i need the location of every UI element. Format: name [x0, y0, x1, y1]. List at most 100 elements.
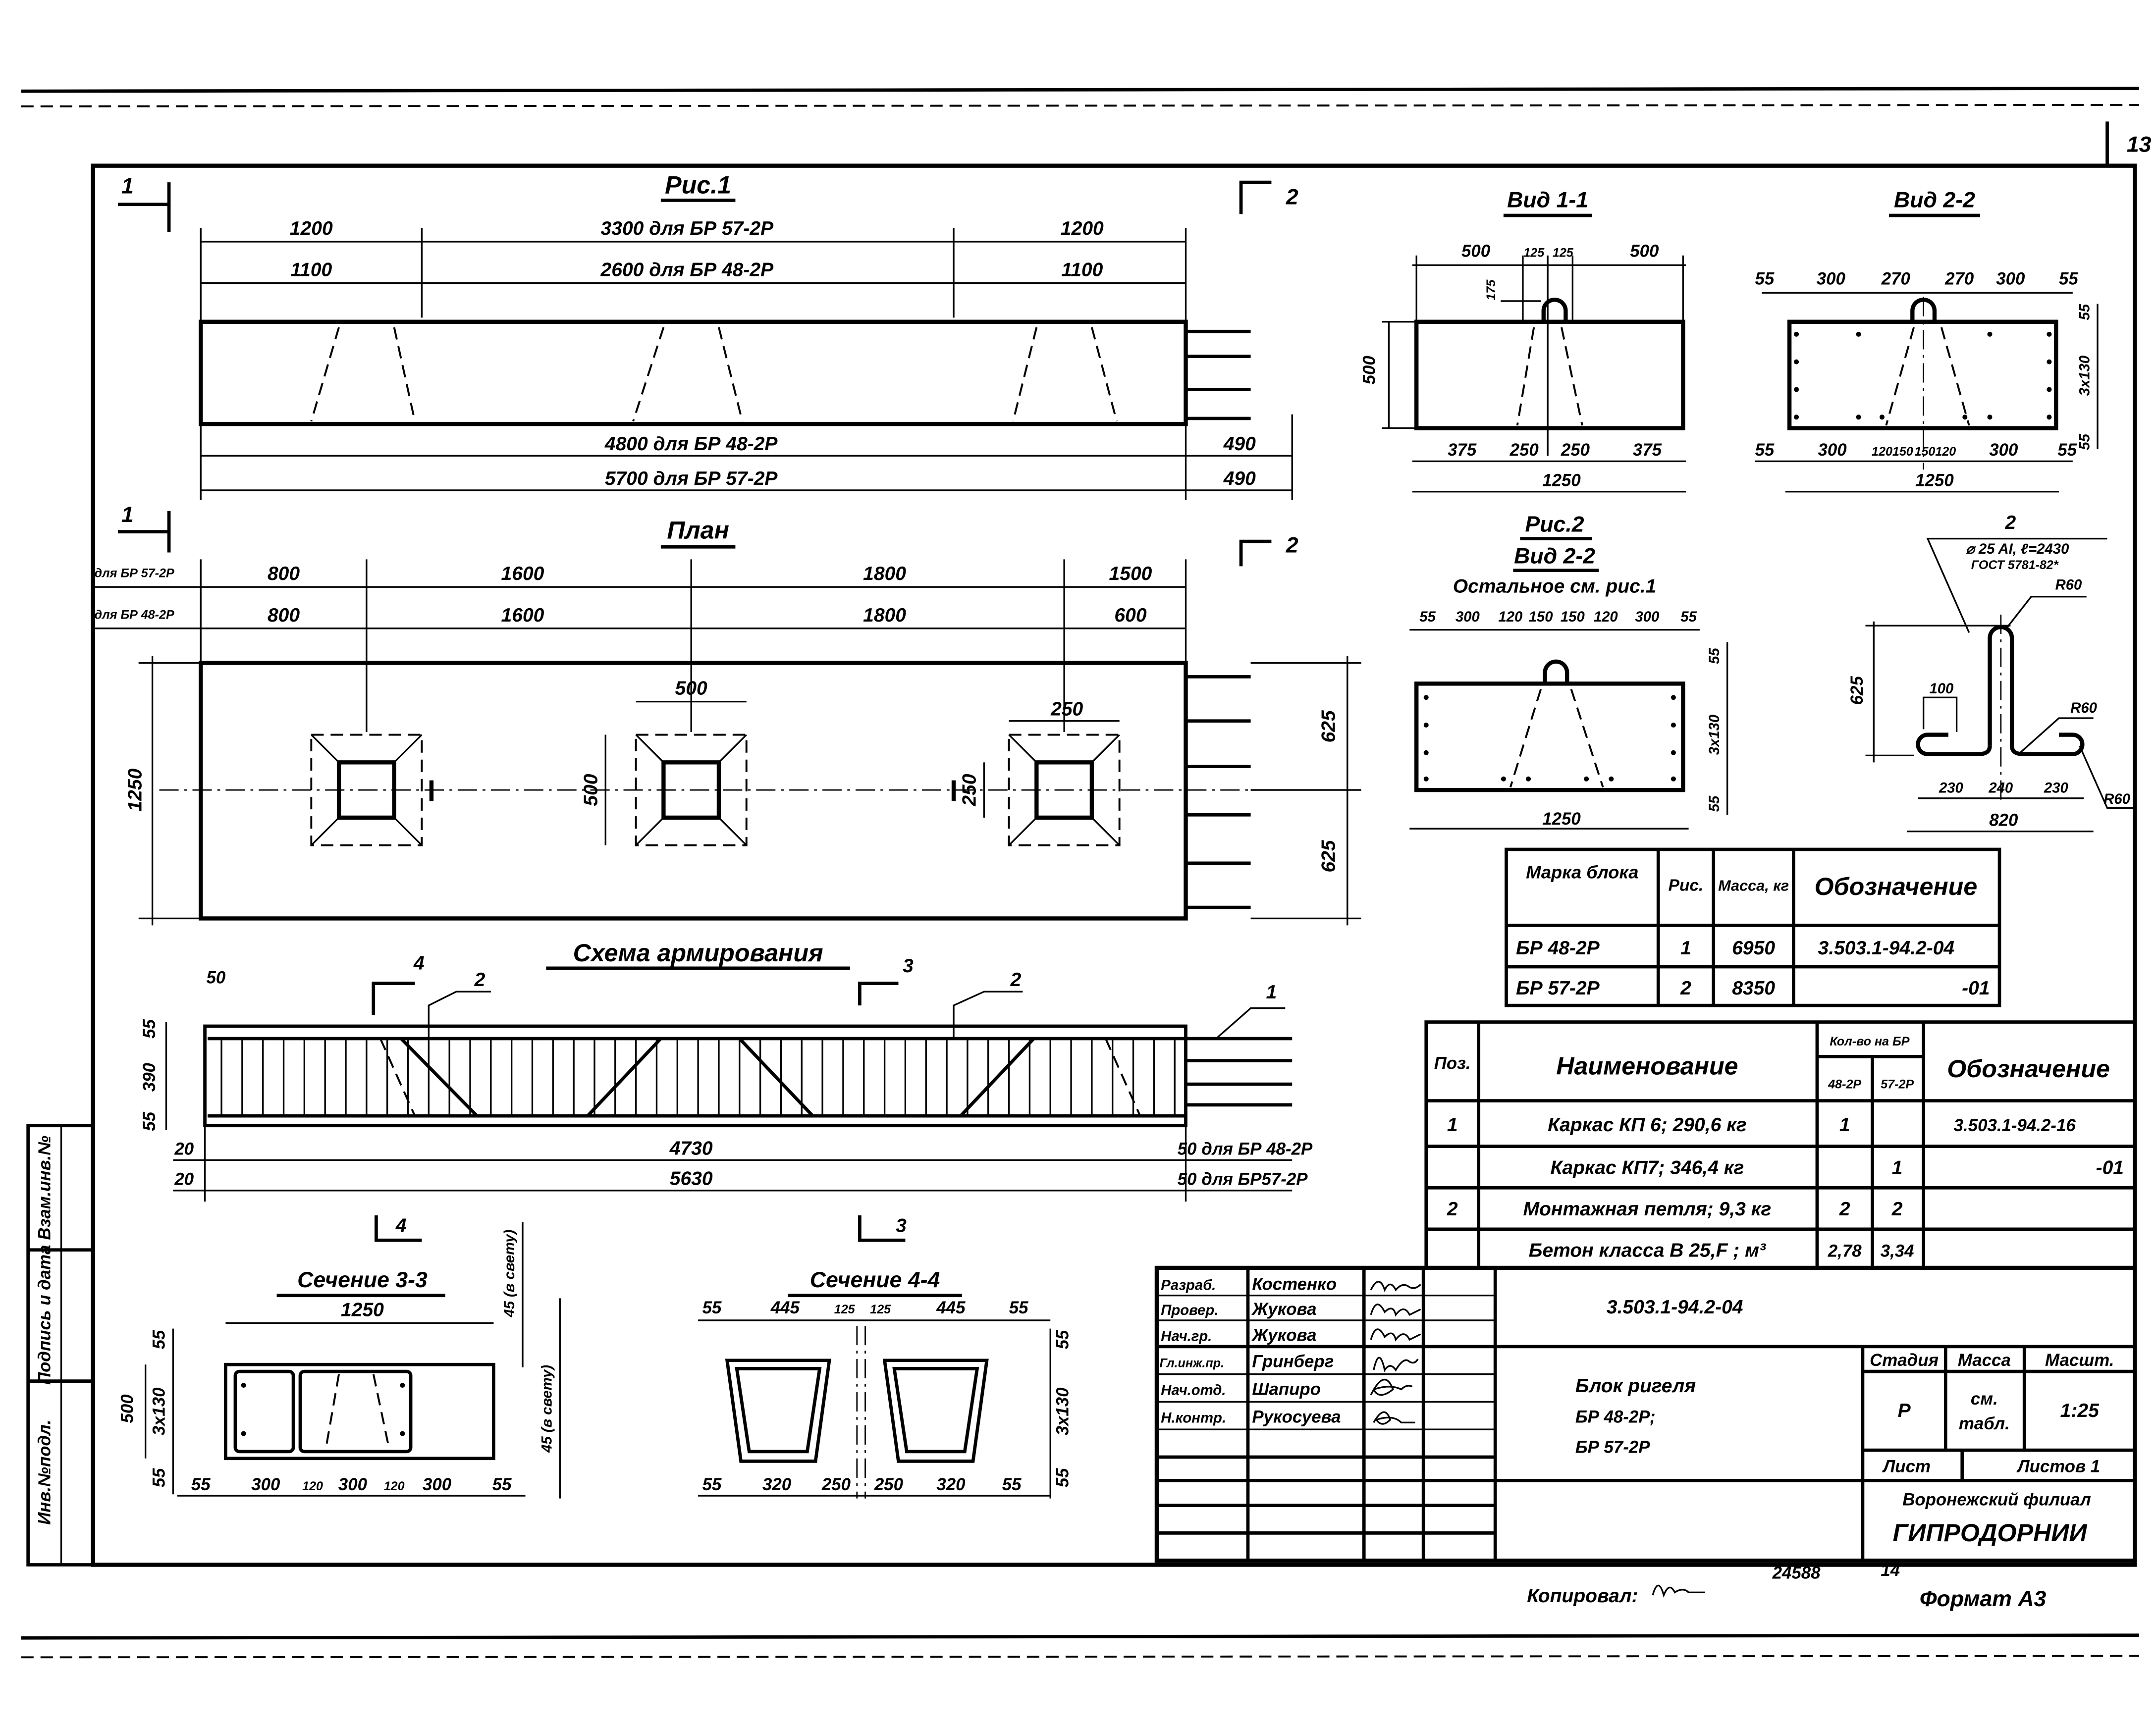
drawing-line [1505, 847, 2001, 1007]
footer: Копировал: 24588 14 Формат А3 [1527, 1561, 2046, 1611]
rebar-dot [241, 1382, 246, 1388]
rebar-dot [1794, 387, 1799, 392]
dim: 50 для БР 48-2Р [1178, 1139, 1313, 1158]
dim: 55 [1053, 1330, 1072, 1349]
drawing-line [1008, 734, 1037, 763]
dim: 125 [834, 1303, 856, 1316]
drawing-line [1922, 696, 1958, 732]
drawing-line [661, 760, 721, 820]
dim: 500 [118, 1394, 137, 1423]
loop-spec-2: ГОСТ 5781-82* [1971, 558, 2059, 572]
rebar-dot [1526, 776, 1531, 782]
dim: 120 [1498, 609, 1522, 625]
drawing-line [1239, 539, 1272, 567]
sheet-label: Лист [1882, 1457, 1931, 1476]
lifting-loop-detail: 2 ⌀ 25 AI, ℓ=2430 ГОСТ 5781-82* R60 625 … [1847, 512, 2135, 833]
dim: 55 [1680, 609, 1697, 625]
drawing-line [310, 733, 423, 846]
dim: 1250 [1542, 471, 1581, 490]
dim: 270 [1944, 269, 1974, 288]
document-code: 3.503.1-94.2-04 [1607, 1297, 1743, 1318]
dim: 490 [1223, 468, 1256, 489]
organization-name: ГИПРОДОРНИИ [1892, 1519, 2087, 1547]
dim: 3300 для БР 57-2Р [601, 218, 774, 239]
drawing-line [21, 104, 2139, 107]
dim: 300 [338, 1475, 368, 1494]
section-mark-2: 2 [1286, 533, 1298, 557]
fig1-title: Рис.1 [665, 171, 731, 199]
sec44-title: Сечение 4-4 [810, 1268, 940, 1292]
dim: 300 [1455, 609, 1480, 625]
dim: 1200 [1061, 218, 1104, 239]
section-3-3: Сечение 3-3 1250 55 3х130 55 500 55 300 … [118, 1222, 561, 1499]
stirrups [220, 1039, 1176, 1116]
cell: 2 [1680, 978, 1691, 999]
outlet-bars [1186, 1037, 1293, 1107]
spec-row: Бетон класса В 25,F ; м³ 2,78 3,34 [1529, 1240, 1914, 1261]
dim: 45 (в свету) [501, 1230, 518, 1318]
staff-name: Жукова [1251, 1326, 1316, 1345]
loop-position: 2 [2004, 512, 2016, 533]
dim: 55 [150, 1330, 169, 1349]
dim: 1250 [1542, 809, 1581, 829]
drawing-line [1570, 688, 1604, 788]
drawing-line [203, 1024, 1187, 1128]
drawing-line [1370, 1281, 1421, 1292]
sheet-number: 13 [2127, 133, 2152, 157]
drawing-line [1787, 319, 2058, 430]
drawing-line [311, 817, 340, 846]
dim: 120 [1935, 445, 1956, 459]
cell: БР 48-2Р [1516, 938, 1600, 959]
dim: 125 [1523, 246, 1545, 260]
drawing-line [1940, 327, 1970, 426]
dim: 230 [2044, 780, 2068, 796]
dim: 1600 [501, 605, 544, 626]
rebar-dot [1962, 415, 1968, 420]
dim: 1800 [863, 605, 906, 626]
plan-view: План 1 2 для БР 57-2Р для БР 48-2Р 800 1… [94, 503, 1361, 926]
dim: 150 [1892, 445, 1913, 459]
dim: 240 [1988, 780, 2013, 796]
drawing-line [959, 1037, 1035, 1117]
drawing-line [1509, 688, 1542, 788]
rebar-dot [400, 1382, 405, 1388]
drawing-line [393, 327, 416, 421]
dim: 5630 [670, 1168, 713, 1190]
dim: 300 [1989, 440, 2018, 460]
stage-value: Р [1898, 1400, 1911, 1421]
copied-label: Копировал: [1527, 1585, 1638, 1607]
section-mark-4: 4 [395, 1215, 407, 1236]
sec33-title: Сечение 3-3 [297, 1268, 428, 1292]
dim: 150 [1915, 445, 1936, 459]
dim: 1250 [1915, 471, 1954, 490]
drawing-line [718, 817, 747, 846]
drawing-line [298, 1369, 413, 1454]
staff-name: Костенко [1252, 1275, 1337, 1294]
dim: 3х130 [2076, 356, 2093, 396]
drawing-line [1215, 1007, 1286, 1040]
dim: 3х130 [1706, 715, 1723, 755]
col-header: 48-2Р [1828, 1077, 1861, 1091]
dim: 250 [959, 774, 980, 806]
dim: 300 [423, 1475, 452, 1494]
drawing-line [632, 327, 665, 422]
drawing-line [21, 1655, 2139, 1659]
plan-row57-label: для БР 57-2Р [94, 567, 174, 580]
drawing-line [1885, 327, 1915, 426]
drawing-line [1090, 327, 1118, 422]
dim: 1500 [1109, 563, 1152, 584]
drawing-line [953, 991, 1023, 1039]
dim: 55 [2057, 440, 2077, 460]
side-stamp-vzam: Взам.инв.№ [35, 1136, 54, 1240]
section-4-4: Сечение 4-4 55 445 125 125 445 55 55 320… [698, 1268, 1072, 1499]
rebar-dots [1423, 695, 1676, 782]
dim: 50 для БР57-2Р [1178, 1170, 1308, 1189]
dim: 270 [1881, 269, 1911, 288]
dim: 20 [174, 1170, 194, 1189]
dim: 4800 для БР 48-2Р [604, 433, 778, 455]
dim: 150 [1561, 609, 1585, 625]
drawing-line [735, 1367, 822, 1454]
rebar-dot [1987, 331, 1993, 337]
side-stamp-podpis: Подпись и дата [35, 1245, 54, 1385]
section-mark-3: 3 [896, 1215, 907, 1236]
